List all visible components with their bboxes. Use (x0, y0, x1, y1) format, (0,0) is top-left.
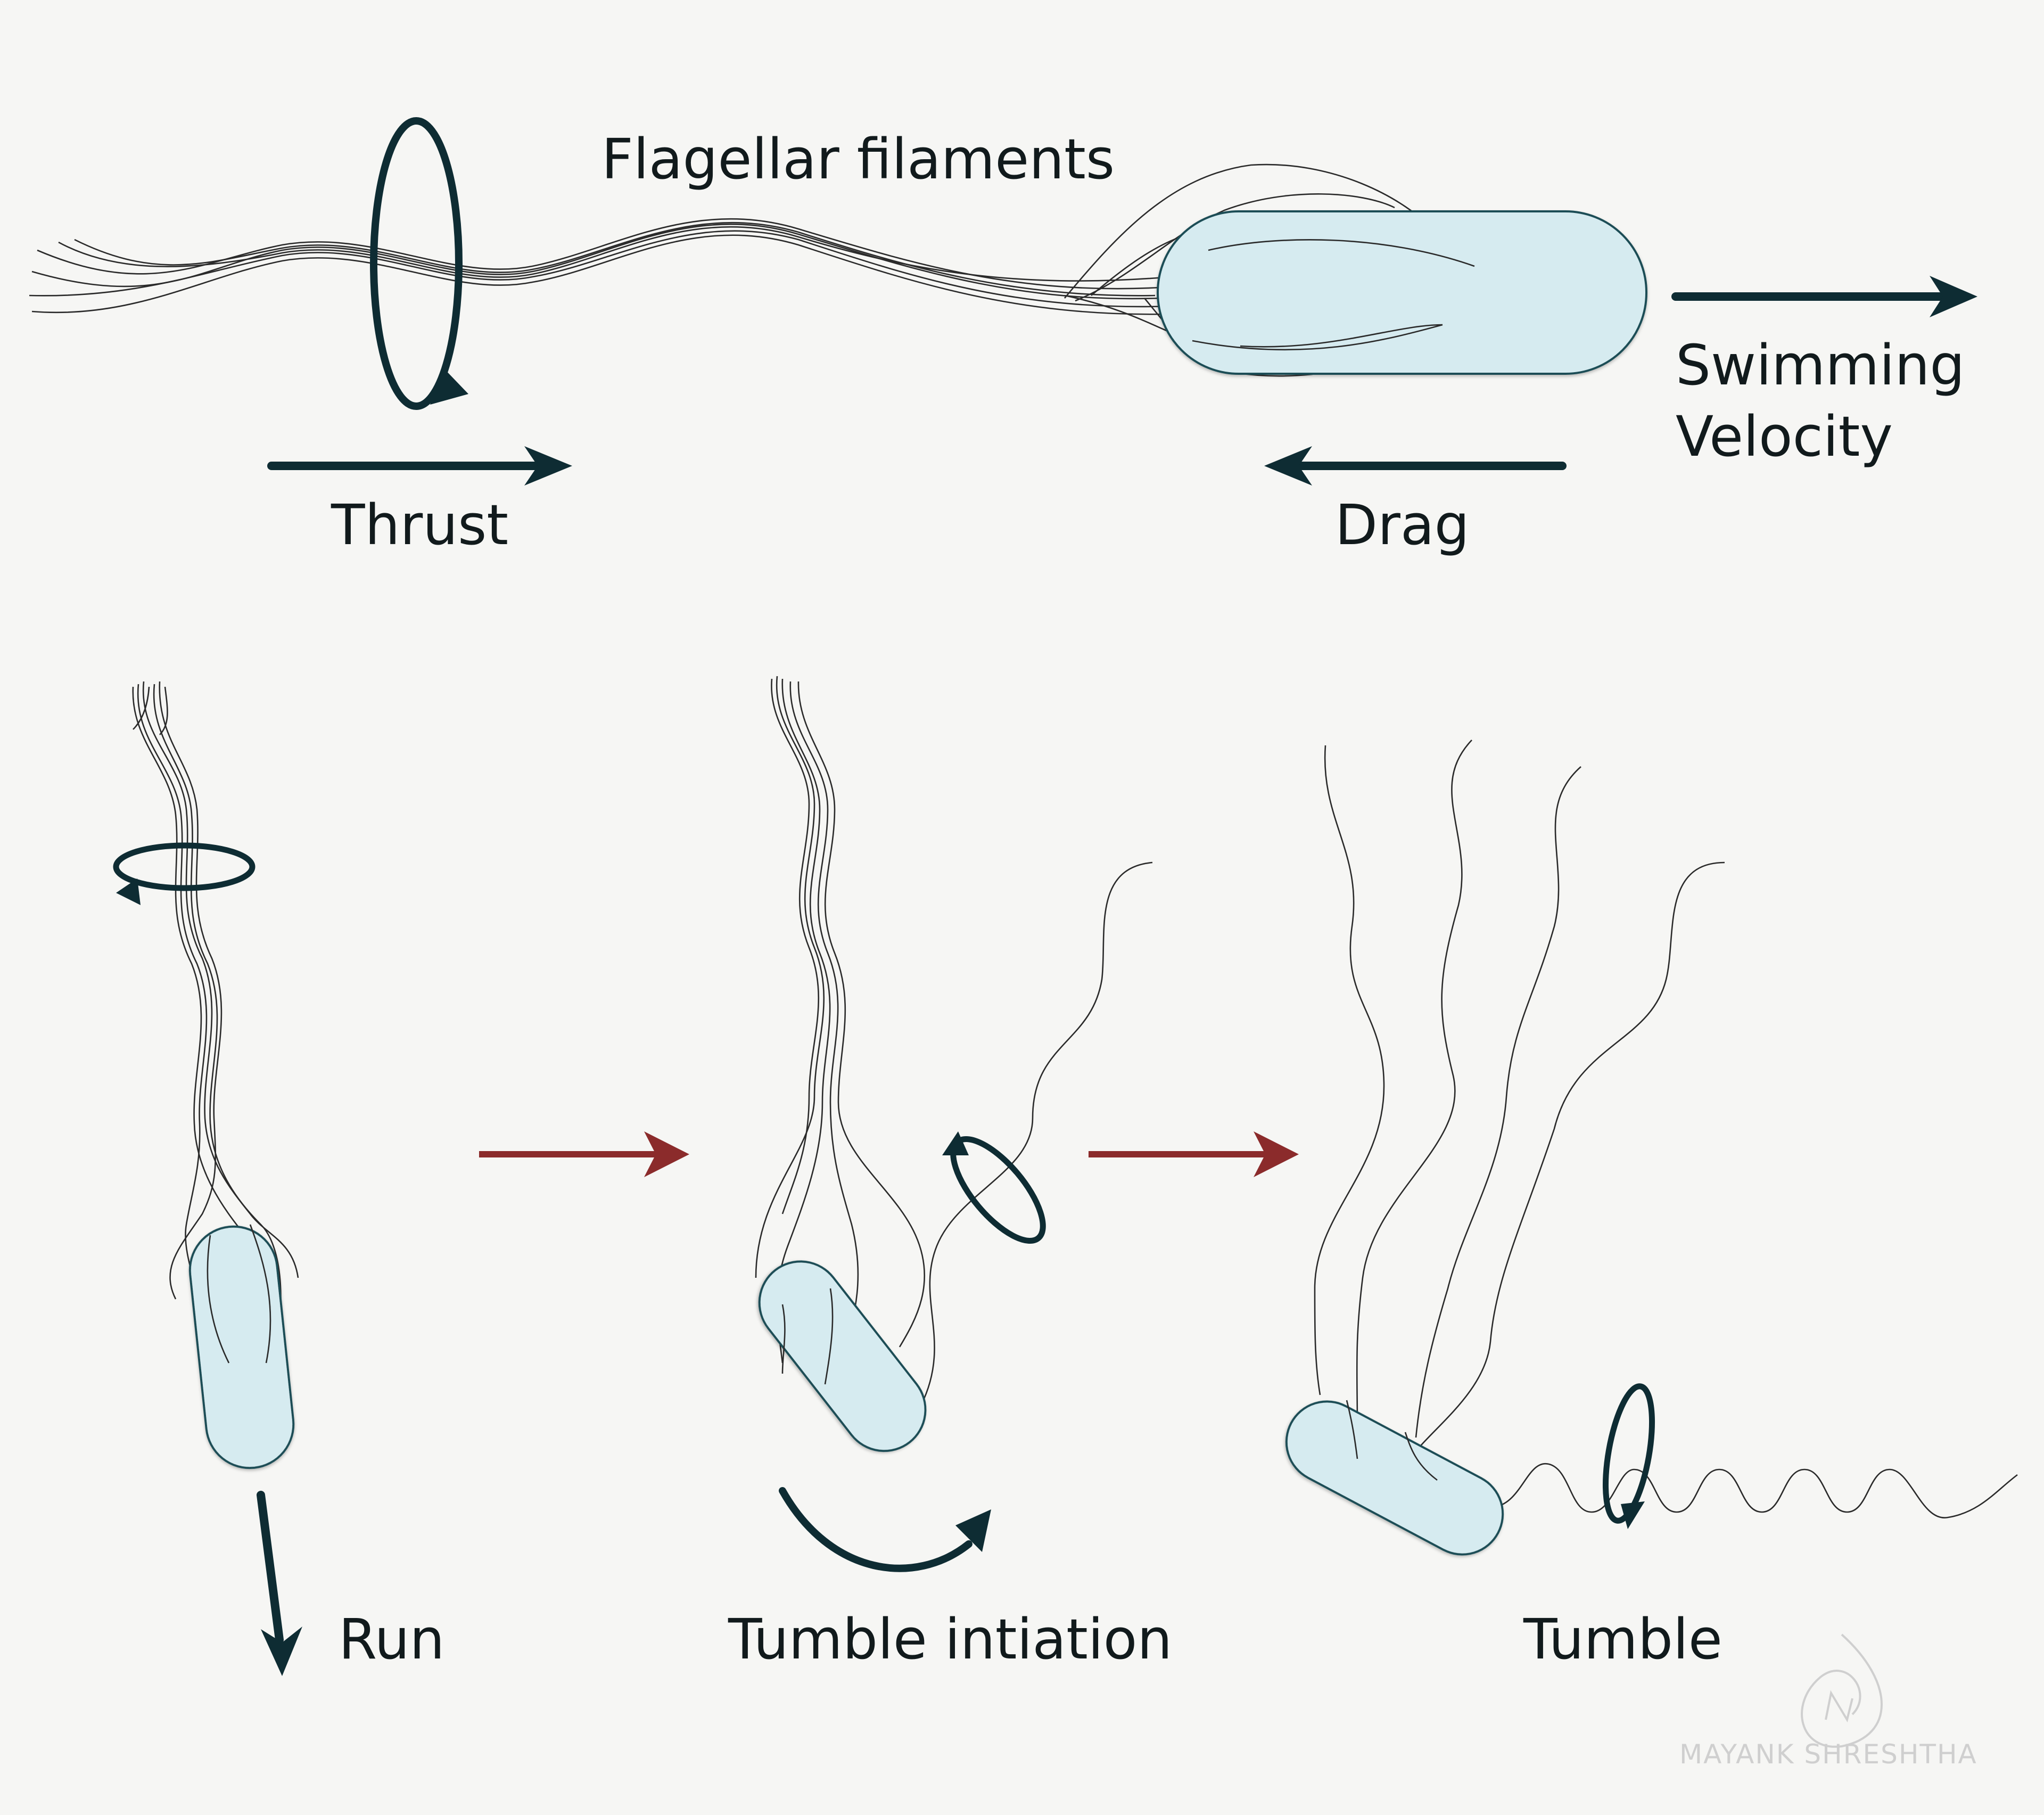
run-rotation-indicator (113, 842, 256, 905)
flagellum-3 (29, 230, 1172, 308)
tumble-initiation-cell-body (758, 1260, 927, 1452)
flagellar-filaments-label: Flagellar filaments (601, 127, 1115, 192)
signature-watermark: MAYANK SHRESHTHA (1679, 1633, 1977, 1770)
tumble-rotation-indicator (1602, 1383, 1655, 1529)
tumble-label: Tumble (1523, 1607, 1722, 1672)
tumble-splayed-filaments (1314, 740, 1725, 1459)
attach-5 (1075, 193, 1395, 302)
top-cell-body (1157, 210, 1647, 375)
top-bacterium-group: Thrust Drag Swimming Velocity Flagellar … (29, 117, 1977, 557)
flagellar-bundle (29, 218, 1172, 315)
tumble-initiation-label: Tumble intiation (728, 1607, 1172, 1672)
flagellum-4 (58, 226, 1172, 282)
transition-arrow-run-to-tumble-initiation (479, 1131, 689, 1177)
flagellum-5 (31, 234, 1166, 315)
tumble-initiation-turn-arrow (779, 1487, 991, 1572)
tumble-initiation-bundle (755, 676, 926, 1379)
drag-label: Drag (1335, 492, 1470, 557)
tumble-cell-body (1285, 1400, 1504, 1556)
top-rotation-indicator (370, 117, 468, 410)
filament-tips-over-cell (1192, 239, 1475, 351)
rotation-loop-arrowhead (430, 367, 468, 405)
flagellum-6 (74, 221, 1156, 297)
run-direction-arrow (257, 1491, 302, 1676)
tumble-initiation-tips (781, 1288, 834, 1385)
tumble-initiation-free-filament (920, 861, 1153, 1406)
tumble-trailing-filament (1495, 1463, 2018, 1518)
rotation-loop (370, 117, 463, 410)
swimming-velocity-arrow (1671, 276, 1977, 317)
signature-name: MAYANK SHRESHTHA (1679, 1739, 1977, 1770)
tumble-initiation-stage: Tumble intiation (728, 676, 1172, 1672)
tumble-filament-tips (1346, 1400, 1438, 1481)
tumble-stage: Tumble (1285, 740, 2018, 1672)
flagellum-2 (37, 218, 1161, 290)
drag-arrow (1264, 446, 1567, 486)
tumble-initiation-rotation-indicator (942, 1131, 1046, 1244)
run-stage: Run (113, 681, 444, 1676)
thrust-label: Thrust (331, 492, 508, 557)
transition-arrow-initiation-to-tumble (1089, 1131, 1299, 1177)
attach-1 (1064, 163, 1438, 299)
swimming-velocity-label-line2: Velocity (1676, 404, 1893, 469)
run-filament-tips (207, 1224, 271, 1364)
run-label: Run (339, 1607, 444, 1672)
thrust-arrow (267, 446, 572, 486)
flagellum-1 (31, 223, 1161, 300)
run-cell-body (188, 1225, 295, 1469)
swimming-velocity-label-line1: Swimming (1676, 333, 1965, 398)
